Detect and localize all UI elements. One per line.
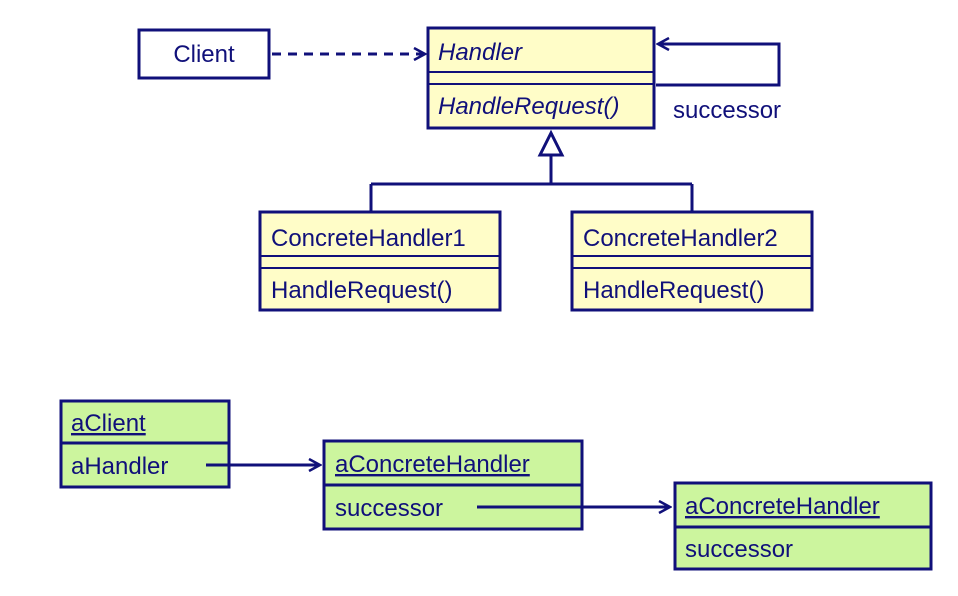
client-class-box <box>137 28 271 80</box>
handler-object-2-name: aConcreteHandler <box>685 493 880 520</box>
handler-object-2-field: successor <box>685 536 793 563</box>
concrete-handler-2-name: ConcreteHandler2 <box>583 225 778 252</box>
concrete-handler-1-operation: HandleRequest() <box>271 277 452 304</box>
inheritance-triangle <box>537 129 565 157</box>
client-object-field: aHandler <box>71 453 168 480</box>
generalization-hierarchy <box>369 129 694 212</box>
handler-class-box <box>426 26 656 130</box>
handler-class: Handler HandleRequest() <box>426 26 656 130</box>
concrete-handler-2-class: ConcreteHandler2 HandleRequest() <box>570 210 814 312</box>
handler-class-name: Handler <box>438 39 523 66</box>
handler-object-1-name: aConcreteHandler <box>335 451 530 478</box>
client-class-label: Client <box>173 41 235 68</box>
handler-object-2: aConcreteHandler successor <box>673 481 933 571</box>
successor-self-association <box>656 44 781 87</box>
client-object-name: aClient <box>71 410 146 437</box>
handler-object-1-field: successor <box>335 495 443 522</box>
concrete-handler-1-box <box>258 210 502 312</box>
concrete-handler-1-name: ConcreteHandler1 <box>271 225 466 252</box>
concrete-handler-1-class: ConcreteHandler1 HandleRequest() <box>258 210 502 312</box>
client-object: aClient aHandler <box>59 399 231 489</box>
successor-association-label: successor <box>673 97 781 124</box>
concrete-handler-2-box <box>570 210 814 312</box>
handler-operation: HandleRequest() <box>438 93 619 120</box>
handler-object-1: aConcreteHandler successor <box>322 439 584 531</box>
client-class: Client <box>137 28 271 80</box>
concrete-handler-2-operation: HandleRequest() <box>583 277 764 304</box>
